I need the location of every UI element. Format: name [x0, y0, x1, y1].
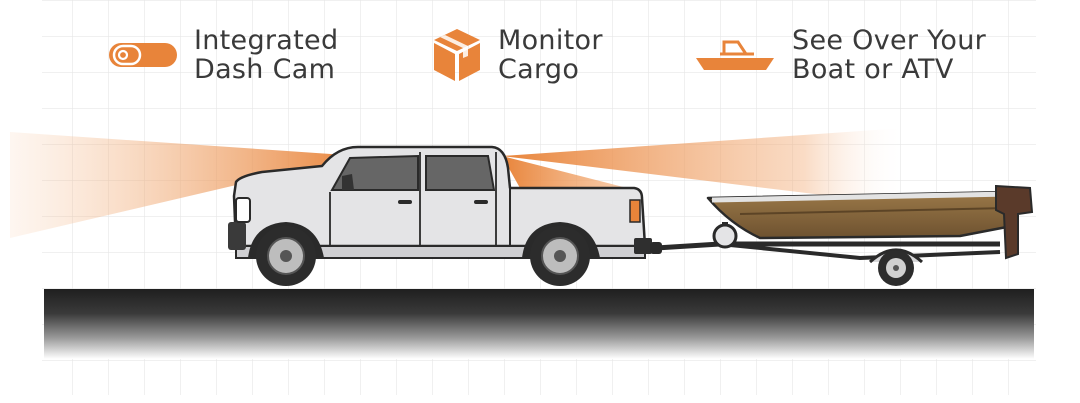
- feature-see-over-boat-label: See Over Your Boat or ATV: [792, 26, 986, 84]
- cargo-box-icon: [434, 29, 480, 81]
- rear-camera-beam: [502, 128, 905, 205]
- feature-label-line: Cargo: [498, 54, 580, 85]
- pickup-truck: [228, 145, 652, 286]
- front-camera-beam: [10, 132, 360, 238]
- road: [44, 289, 1034, 359]
- feature-label-line: See Over Your: [792, 25, 987, 56]
- feature-dash-cam-label: Integrated Dash Cam: [194, 26, 338, 84]
- feature-monitor-cargo: Monitor Cargo: [432, 26, 603, 84]
- feature-dash-cam: Integrated Dash Cam: [108, 26, 338, 84]
- cargo-camera-beam: [502, 156, 635, 190]
- feature-label-line: Integrated: [194, 25, 339, 56]
- feature-see-over-boat: See Over Your Boat or ATV: [694, 26, 986, 84]
- boat-trailer: [650, 222, 1001, 286]
- feature-label-line: Monitor: [498, 25, 603, 56]
- feature-label-line: Dash Cam: [194, 54, 336, 85]
- dash-cam-icon: [109, 43, 177, 67]
- boat: [706, 184, 1034, 260]
- feature-label-line: Boat or ATV: [792, 54, 954, 85]
- boat-icon: [696, 40, 774, 70]
- feature-monitor-cargo-label: Monitor Cargo: [498, 26, 603, 84]
